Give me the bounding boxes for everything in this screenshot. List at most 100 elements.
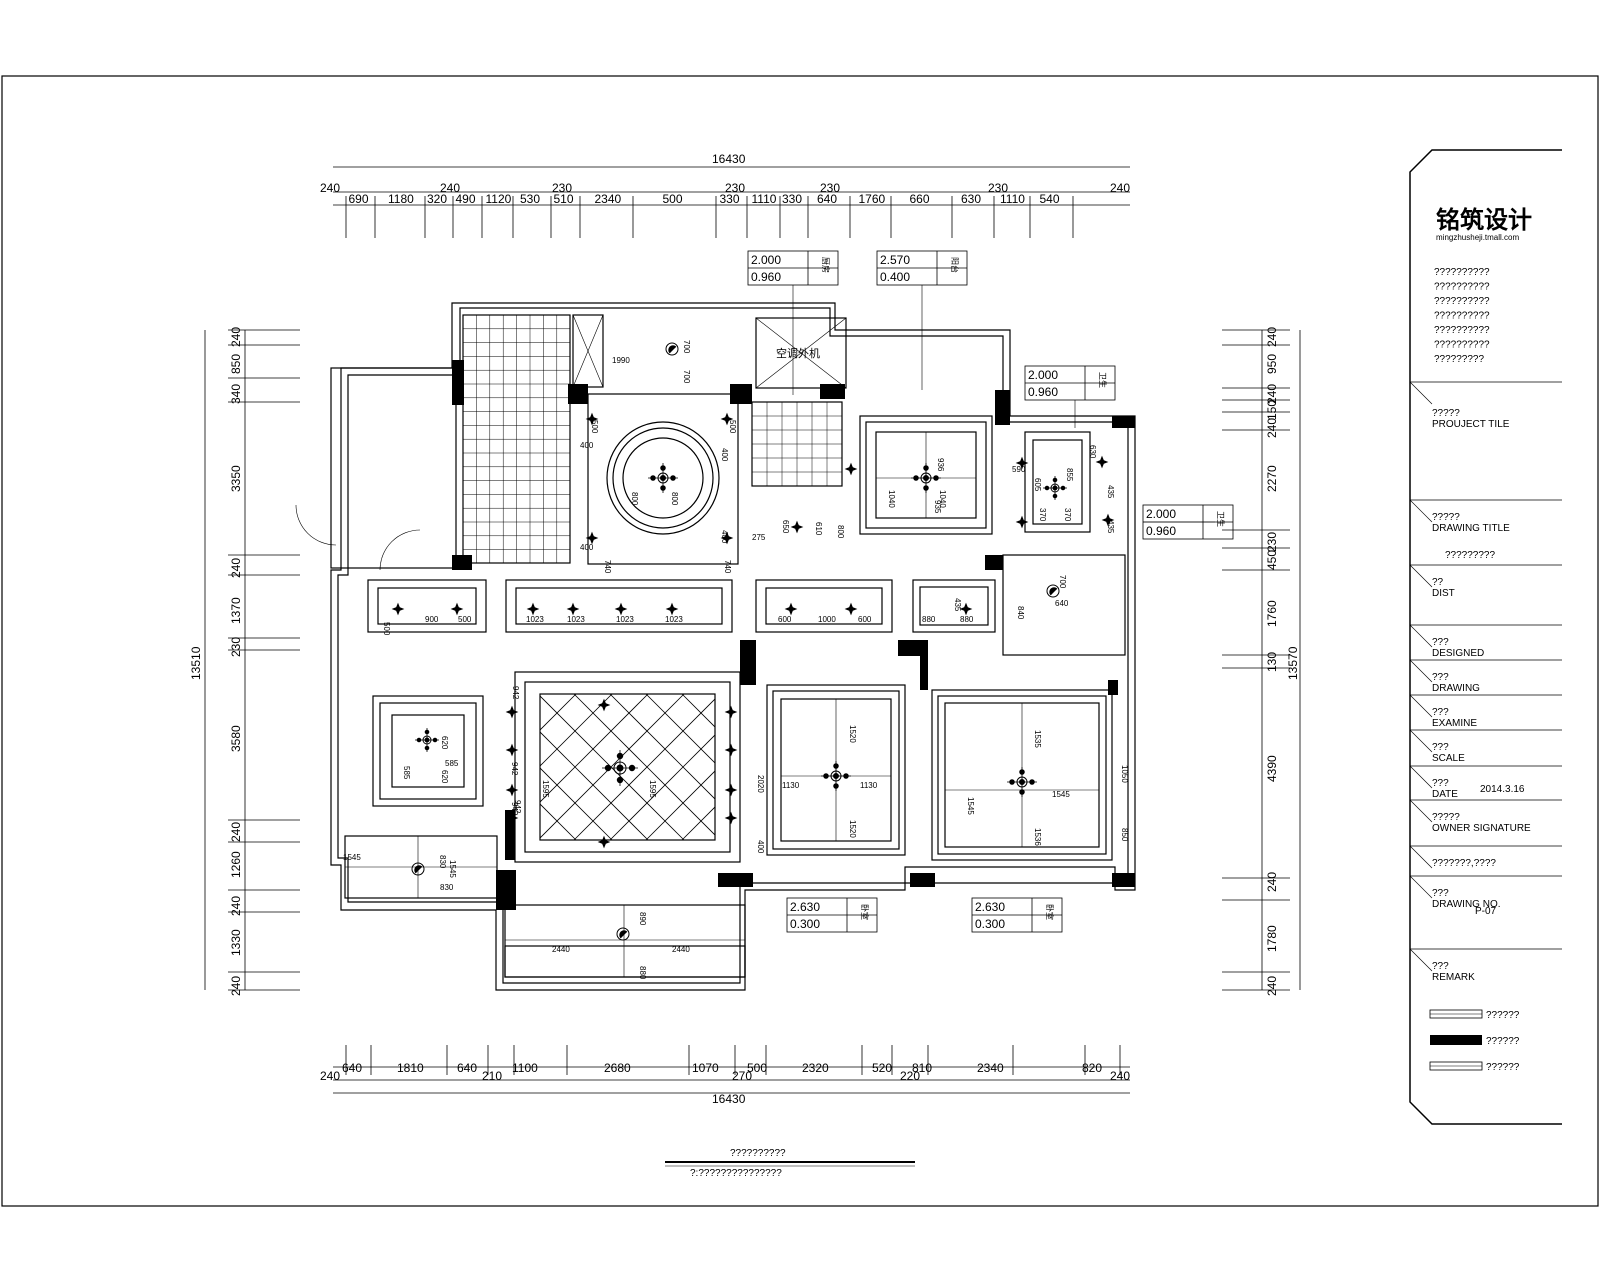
spotlight-icon	[597, 835, 611, 849]
room-dim: 850	[1120, 828, 1129, 842]
top-dim: 320	[427, 192, 447, 206]
title-block-frame	[1409, 149, 1562, 1125]
room-dim: 700	[1058, 575, 1067, 589]
sheet-border	[1, 75, 1599, 1207]
left-dim: 3350	[229, 465, 243, 492]
beam-1-inner	[377, 587, 477, 625]
spotlight-icon	[844, 462, 858, 476]
column	[910, 873, 935, 887]
title-row-cn: ???	[1432, 742, 1449, 753]
chandelier-icon	[1007, 767, 1037, 797]
room-dim: 1023	[616, 615, 634, 624]
room-dim: 942	[510, 762, 519, 776]
height-tag-bottom: 0.400	[880, 270, 910, 284]
bottom-dim: 810	[912, 1061, 932, 1075]
title-row-en: DATE	[1432, 789, 1458, 800]
bottom-dim: 500	[747, 1061, 767, 1075]
room-ceiling-b-outer	[372, 695, 484, 807]
column	[920, 640, 928, 690]
left-dim: 1330	[229, 929, 243, 956]
title-row-value: 2014.3.16	[1480, 784, 1525, 795]
cabinet-x2	[572, 314, 604, 388]
top-wall-dim: 230	[820, 181, 840, 195]
height-tag-bottom: 0.960	[1146, 524, 1176, 538]
diamond-line	[540, 767, 613, 840]
dining-ceiling-ring-mid	[612, 427, 714, 529]
column	[1108, 680, 1118, 695]
legend-label: ??????	[1486, 1062, 1520, 1073]
height-tag-top: 2.000	[1146, 507, 1176, 521]
bottom-wall-dim: 270	[732, 1069, 752, 1083]
title-note: ??????????	[1434, 296, 1490, 307]
room-dim: 620	[440, 770, 449, 784]
left-dim: 230	[229, 637, 243, 657]
column	[452, 360, 464, 405]
spotlight-icon	[526, 602, 540, 616]
spotlight-icon	[585, 531, 599, 545]
title-note: ??????????	[1434, 267, 1490, 278]
room-dim: 700	[682, 370, 691, 384]
diamond-line	[645, 770, 715, 840]
title-row-mark	[1409, 659, 1433, 683]
height-tag-top: 2.000	[751, 253, 781, 267]
height-tag-room: 厨房	[821, 257, 831, 273]
top-wall-dim: 230	[988, 181, 1008, 195]
floor-plan: 空调外机	[295, 302, 1136, 991]
top-dim: 1760	[859, 192, 886, 206]
room-dim: 1536	[1033, 828, 1042, 846]
room-dim: 650	[781, 520, 790, 534]
room-dim: 370	[1038, 508, 1047, 522]
room-dim: 830	[438, 855, 447, 869]
room-dim: 1595	[648, 780, 657, 798]
title-row-mark	[1409, 948, 1433, 972]
room-dim: 605	[1033, 478, 1042, 492]
title-row-en: SCALE	[1432, 753, 1465, 764]
room-ceiling-b-inner	[391, 714, 465, 788]
title-row-en: OWNER SIGNATURE	[1432, 823, 1531, 834]
top-dim: 530	[520, 192, 540, 206]
chandelier-icon	[821, 761, 851, 791]
spotlight-icon	[450, 602, 464, 616]
title-row-en: EXAMINE	[1432, 718, 1477, 729]
top-wall-dim: 230	[725, 181, 745, 195]
ac-unit-label: 空调外机	[776, 346, 820, 360]
room-dim: 400	[756, 840, 765, 854]
room-dim: 1130	[860, 781, 878, 790]
room-dim: 585	[445, 759, 459, 768]
room-dim: 500	[382, 622, 391, 636]
spotlight-icon	[1015, 515, 1029, 529]
bottom-dim: 1070	[692, 1061, 719, 1075]
right-dim: 4390	[1265, 755, 1279, 782]
room-dim: 610	[814, 522, 823, 536]
spotlight-icon	[724, 705, 738, 719]
bottom-dim: 1100	[512, 1061, 538, 1075]
left-dim: 240	[229, 327, 243, 347]
bottom-wall-dim: 210	[482, 1069, 502, 1083]
chandelier-icon	[911, 463, 941, 493]
room-dim: 1040	[938, 490, 947, 508]
title-row-cn: ???????,????	[1432, 858, 1496, 869]
bottom-dim: 520	[872, 1061, 892, 1075]
living-ceiling-mid	[524, 681, 731, 853]
height-tag-room: 卫生	[1216, 511, 1226, 527]
title-row-mark	[1409, 875, 1433, 899]
exterior-wall-outline	[330, 302, 1136, 991]
room-dim: 1023	[567, 615, 585, 624]
room-dim: 275	[752, 533, 766, 542]
left-dim: 850	[229, 354, 243, 374]
right-dim: 240	[1265, 384, 1279, 404]
top-dim: 1110	[1000, 192, 1025, 206]
exterior-wall-inner	[337, 307, 1129, 984]
left-dim: 240	[229, 896, 243, 916]
title-row-en: DESIGNED	[1432, 648, 1484, 659]
diamond-line	[681, 806, 715, 840]
column	[1112, 416, 1135, 428]
room-dim: 1023	[526, 615, 544, 624]
chandelier-icon	[1043, 476, 1067, 500]
title-row-cn: ???	[1432, 961, 1449, 972]
bottom-dim: 2680	[604, 1061, 631, 1075]
